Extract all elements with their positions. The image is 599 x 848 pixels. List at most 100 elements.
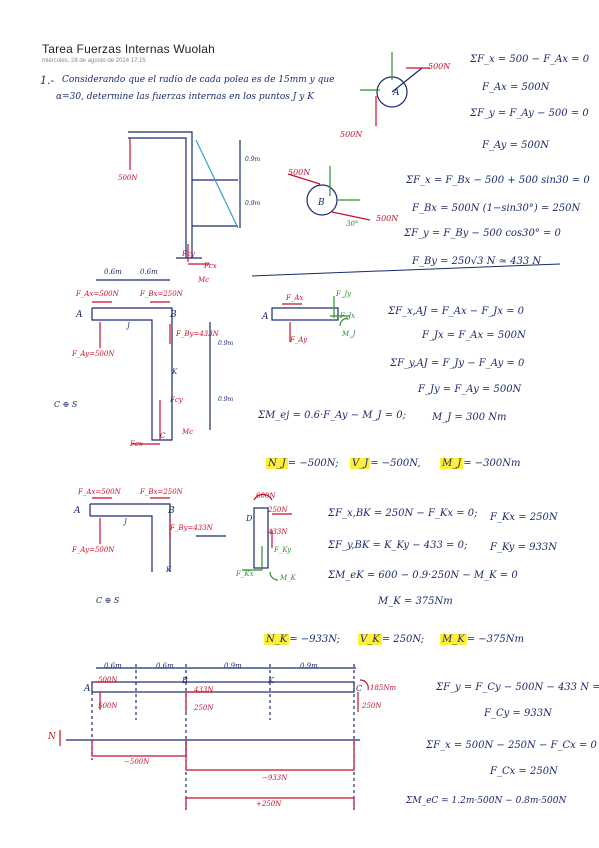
j-small-forces (282, 303, 302, 342)
eq-top-4: F_Ay = 500N (482, 140, 549, 151)
diagram-p250: +250N (256, 800, 282, 808)
result-nk: N_K= −933N; (264, 634, 340, 645)
label-500n-top-left: 500N (118, 174, 138, 182)
problem-number: 1.- (40, 74, 55, 87)
pulley-b-forces (287, 173, 371, 221)
label-mj-js: M_J (342, 330, 356, 338)
label-k-k: K (166, 566, 172, 574)
k-small-forces (253, 493, 292, 548)
dim-09-bottom-a: 0.9m (224, 662, 242, 670)
result-mk-value: = −375Nm (466, 634, 524, 645)
page-title: Tarea Fuerzas Internas Wuolah (42, 42, 215, 56)
label-j-k: J (124, 518, 127, 526)
label-fay-500-j: F_Ay=500N (72, 350, 115, 358)
result-nj: N_J= −500N; (266, 458, 339, 469)
label-500n-d: 500N (376, 214, 399, 223)
result-mj: M_J= −300Nm (440, 458, 521, 469)
result-nk-symbol: N_K (264, 634, 290, 645)
label-mc-j: Mc (182, 428, 194, 436)
label-250n-right: 250N (362, 702, 382, 710)
eq-k-6: M_K = 375Nm (378, 596, 453, 607)
eq-k-3: ΣF_y,BK = K_Ky − 433 = 0; (328, 540, 468, 551)
result-nk-value: = −933N; (289, 634, 341, 645)
label-b-bottom: B (182, 676, 188, 685)
label-933n-ks: 433N (268, 528, 288, 536)
eq-j-1: ΣF_x,AJ = F_Ax − F_Jx = 0 (388, 306, 525, 317)
result-mk: M_K= −375Nm (440, 634, 524, 645)
diagram-m500: −500N (124, 758, 150, 766)
label-j-j: J (127, 322, 130, 330)
label-185nm: 185Nm (370, 684, 397, 692)
j-fbd-forces (92, 301, 171, 445)
label-fbx-250-k: F_Bx=250N (140, 488, 183, 496)
label-b-k: B (168, 506, 175, 516)
label-500n-bottom-a: 500N (98, 676, 118, 684)
label-250n-ks: 250N (268, 506, 288, 514)
problem-line-2: α=30, determine las fuerzas internas en … (56, 92, 314, 102)
k-small-reactions (242, 546, 279, 581)
eq-j-4: F_Jy = F_Ay = 500N (418, 384, 522, 395)
result-mj-value: = −300Nm (463, 458, 521, 469)
page-timestamp: miércoles, 28 de agosto de 2024 17:15 (42, 58, 146, 64)
label-mc-top: Mc (198, 276, 210, 284)
dim-09-j-b: 0.9m (218, 396, 234, 403)
label-500n-a: 500N (428, 62, 451, 71)
sign-convention-1: C ⊕ S (54, 400, 78, 409)
eq-j-6: M_J = 300 Nm (432, 412, 507, 423)
j-small-sketch (271, 307, 339, 321)
sign-convention-2: C ⊕ S (96, 596, 120, 605)
eq-bottom-4: F_Cx = 250N (490, 766, 558, 777)
label-fay-500-k: F_Ay=500N (72, 546, 115, 554)
label-fkx-ks: F_Kx (236, 570, 254, 578)
eq-top-5: ΣF_x = F_Bx − 500 + 500 sin30 = 0 (406, 175, 590, 186)
dim-06-bottom-a: 0.6m (104, 662, 122, 670)
section-divider (251, 263, 561, 277)
label-a-js: A (262, 312, 269, 322)
result-vj-value: = −500N, (370, 458, 421, 469)
label-fax-js: F_Ax (286, 294, 304, 302)
normal-diagram (59, 730, 360, 810)
dim-06-j-a: 0.6m (104, 268, 122, 276)
label-fky-ks: F_Ky (274, 546, 292, 554)
result-mk-symbol: M_K (440, 634, 467, 645)
label-fcx-top: Fcx (204, 262, 217, 270)
result-vk-symbol: V_K (358, 634, 382, 645)
eq-bottom-5: ΣM_eC = 1.2m·500N − 0.8m·500N (406, 796, 567, 806)
label-fcy-j: Fcy (170, 396, 183, 404)
eq-bottom-1: ΣF_y = F_Cy − 500N − 433 N = 0 (436, 682, 599, 693)
eq-j-2: F_Jx = F_Ax = 500N (422, 330, 526, 341)
dim-09-bottom-b: 0.9m (300, 662, 318, 670)
eq-top-8: F_By = 250√3 N ≃ 433 N (412, 256, 542, 267)
eq-j-3: ΣF_y,AJ = F_Jy − F_Ay = 0 (390, 358, 525, 369)
result-nj-symbol: N_J (266, 458, 288, 469)
label-433n-bottom: 433N (194, 686, 214, 694)
eq-top-7: ΣF_y = F_By − 500 cos30° = 0 (404, 228, 561, 239)
eq-top-3: ΣF_y = F_Ay − 500 = 0 (470, 108, 589, 119)
angle-label: 30° (346, 220, 359, 228)
label-k-bottom: K (268, 676, 274, 685)
dim-06-bottom-b: 0.6m (156, 662, 174, 670)
eq-k-2: F_Kx = 250N (490, 512, 558, 523)
dim-09-j-a: 0.9m (218, 340, 234, 347)
problem-line-1: Considerando que el radio de cada polea … (62, 75, 335, 85)
eq-top-1: ΣF_x = 500 − F_Ax = 0 (470, 54, 590, 65)
pulley-b-sketch (306, 184, 338, 216)
top-structure-sketch (128, 131, 241, 259)
label-mk-ks: M_K (280, 574, 296, 582)
label-fay-js: F_Ay (290, 336, 308, 344)
label-c-j: C (160, 432, 166, 440)
label-fax-500-k: F_Ax=500N (78, 488, 121, 496)
k-fbd-forces (92, 497, 171, 544)
bottom-beam-sketch (91, 664, 356, 810)
label-250n-bottom: 250N (194, 704, 214, 712)
result-nj-value: = −500N; (287, 458, 339, 469)
label-fjy-js: F_Jy (336, 290, 352, 298)
label-500n-bottom-b: 500N (98, 702, 118, 710)
result-mj-symbol: M_J (440, 458, 464, 469)
dim-09-top-a: 0.9m (245, 156, 261, 163)
pulley-a-label: A (393, 88, 400, 98)
label-a-bottom: A (84, 684, 91, 694)
eq-bottom-3: ΣF_x = 500N − 250N − F_Cx = 0 (426, 740, 597, 751)
eq-k-1: ΣF_x,BK = 250N − F_Kx = 0; (328, 508, 478, 519)
